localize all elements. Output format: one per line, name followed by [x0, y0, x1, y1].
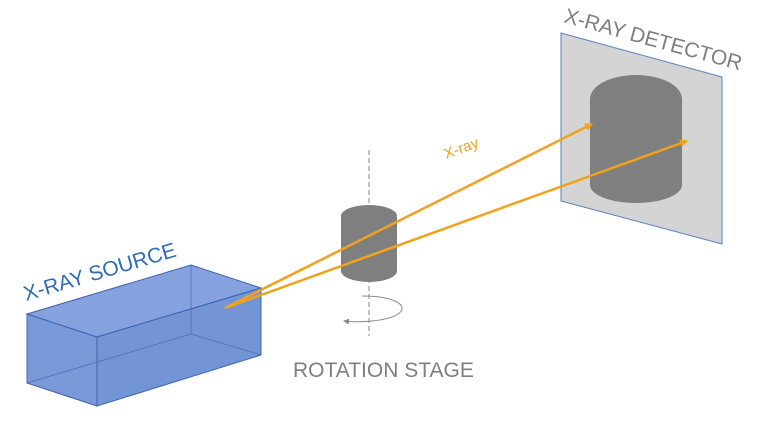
beam-lower — [224, 139, 688, 310]
stage-label: ROTATION STAGE — [293, 359, 474, 382]
xray-source: X-RAY SOURCE — [21, 239, 263, 407]
rotation-stage: ROTATION STAGE — [293, 150, 474, 382]
beam-upper — [224, 122, 593, 310]
beam-label: X-ray — [442, 134, 482, 162]
sample-cylinder — [341, 205, 397, 282]
xray-detector: X-RAY DETECTOR — [560, 5, 744, 245]
rotation-arrow-icon — [343, 295, 403, 325]
detector-projection — [590, 75, 682, 203]
